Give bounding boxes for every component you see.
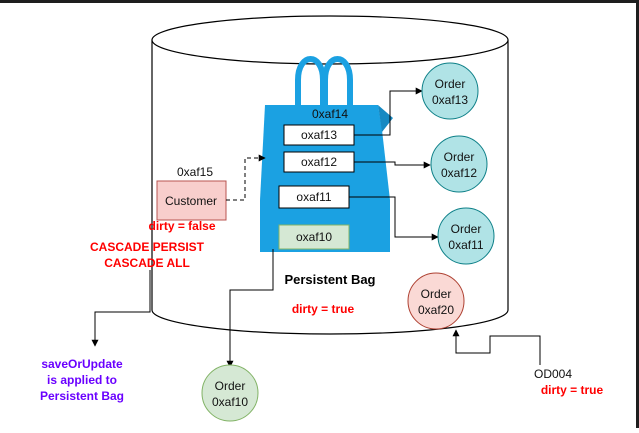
customer-box [156,180,227,221]
bag-slot-box [278,224,350,250]
order-node: Order 0xaf13 [421,62,479,120]
order-label: Order [215,379,246,393]
customer-label: Customer [165,194,217,208]
bag-title: Persistent Bag [284,272,375,287]
order-node: Order 0xaf11 [437,207,495,265]
bag-slot-label: oxaf12 [301,155,337,169]
bag-slot-label: oxaf11 [296,190,331,204]
order-id: 0xaf20 [418,303,454,317]
od004-connector [452,329,541,365]
order-node: Order 0xaf12 [430,135,488,193]
connector-slot-order [354,161,431,169]
cascade-note-connector [91,270,151,347]
order-label: Order [444,150,475,164]
cascade-label: CASCADE PERSIST [90,240,205,254]
order-node: Order 0xaf10 [201,364,259,422]
order-id: 0xaf11 [448,238,483,252]
order-label: Order [421,287,452,301]
top-border [0,0,639,3]
od004-label: OD004 [534,367,572,381]
order-label: Order [451,222,482,236]
bag-dirty-flag: dirty = true [292,302,355,316]
bag-id-label: 0xaf14 [312,107,348,121]
customer-dirty-flag: dirty = false [148,219,215,233]
od004-dirty-flag: dirty = true [541,383,604,397]
connector-slot-order [354,87,423,136]
note-line: saveOrUpdate [41,357,123,371]
note-line: is applied to [47,373,117,387]
note-line: Persistent Bag [40,389,124,403]
customer-id-label: 0xaf15 [177,165,213,179]
bag-slot-label: oxaf10 [296,230,332,244]
connector-slot-order [226,249,274,368]
cascade-label: CASCADE ALL [104,256,190,270]
order-id: 0xaf12 [441,166,477,180]
connector-slot-order [349,196,439,241]
bag-slot-label: oxaf13 [301,128,337,142]
right-border [636,0,639,428]
order-id: 0xaf10 [212,395,248,409]
customer-bag-connector [226,154,266,201]
order-id: 0xaf13 [432,93,468,107]
order-node: Order 0xaf20 [407,272,465,330]
order-label: Order [435,77,466,91]
